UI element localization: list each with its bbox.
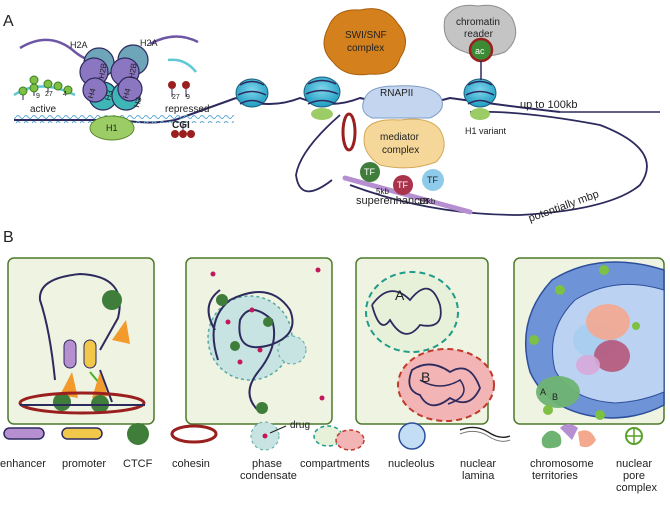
mediator-label-2: complex (382, 145, 419, 156)
kb5-label: 5kb (376, 187, 389, 196)
h2b-right-label: H2B (127, 62, 139, 79)
h2a-right-label: H2A (140, 38, 158, 48)
compartment-a-label: A (395, 287, 405, 303)
legend-territories-icon (541, 424, 596, 449)
panel-b-letter: B (3, 229, 14, 246)
h2a-left-label: H2A (70, 40, 88, 50)
swi-snf-complex (323, 8, 406, 76)
legend-nucleolus-label: nucleolus (388, 458, 435, 470)
tf-label-2: TF (397, 180, 408, 190)
panel-b-condensate (185, 257, 333, 425)
histone-octamer (79, 44, 149, 141)
territory-b-label: B (552, 392, 558, 402)
nucleosome (235, 78, 269, 108)
mark-number-4: 4 (63, 91, 67, 98)
superenhancer-label: superenhancer (356, 195, 430, 207)
h1-variant-label: H1 variant (465, 126, 507, 136)
tf-label-1: TF (364, 167, 375, 177)
reader-label-2: reader (464, 29, 494, 40)
cohesin-ring (341, 112, 357, 152)
rnapii-label: RNAPII (380, 88, 413, 99)
h4-left-label: H4 (86, 87, 97, 100)
territory-a-label: A (540, 387, 546, 397)
swi-snf-label-2: complex (347, 43, 384, 54)
panel-b-nucleus (513, 257, 665, 425)
legend-lamina-icon (459, 426, 511, 442)
legend-ctcf-label: CTCF (123, 458, 153, 470)
repressed-label: repressed (165, 104, 209, 115)
legend-compartments-label: compartments (300, 458, 370, 470)
legend-pore-label-2: pore (623, 470, 645, 482)
mediator-complex (363, 118, 445, 169)
legend-lamina-label-2: lamina (462, 470, 495, 482)
legend-phase-label-2: condensate (240, 470, 297, 482)
legend-condensate-icon (250, 421, 287, 451)
legend-compartments-icon (313, 425, 365, 451)
reader-label-1: chromatin (456, 17, 500, 28)
chromatin-reader (443, 4, 517, 80)
legend-territories-label-2: territories (532, 470, 578, 482)
panel-b-compartments (355, 257, 495, 425)
legend-pore-label-1: nuclear (616, 458, 652, 470)
nucleosome (463, 78, 497, 120)
legend-drug-label: drug (290, 420, 310, 431)
legend-enhancer-icon (3, 427, 45, 440)
legend-promoter-icon (61, 427, 103, 440)
nucleosome (303, 76, 341, 120)
legend-cohesin-icon (170, 424, 218, 444)
h4-right-label: H4 (121, 87, 132, 100)
legend-lamina-label-1: nuclear (460, 458, 496, 470)
mark-number-9-right: 9 (186, 94, 190, 101)
legend-cohesin-label: cohesin (172, 458, 210, 470)
mark-number-27-right: 27 (172, 94, 180, 101)
kb12-label: 12kb (418, 197, 436, 206)
cgi-label: CGI (172, 120, 190, 131)
h2b-left-label: H2B (97, 62, 109, 79)
legend-enhancer-label: enhancer (0, 458, 46, 470)
active-label: active (30, 104, 57, 115)
legend-nucleolus-icon (398, 422, 426, 450)
mark-number-27: 27 (45, 91, 53, 98)
panel-a-letter: A (3, 13, 14, 30)
legend-phase-label-1: phase (252, 458, 282, 470)
h3-right-label: H3 (132, 96, 143, 109)
panel-b-loop (7, 257, 155, 425)
legend-ctcf-icon (127, 423, 149, 445)
h3-left-label: H3 (103, 89, 114, 102)
mark-number-9: 9 (36, 93, 40, 100)
superenhancer-region (342, 162, 473, 215)
up-to-100kb-label: up to 100kb (520, 99, 578, 111)
ac-label: ac (475, 46, 485, 56)
legend-promoter-label: promoter (62, 458, 106, 470)
tf-label-3: TF (427, 175, 438, 185)
legend-pore-label-3: complex (616, 482, 657, 494)
active-marks (18, 75, 73, 100)
swi-snf-label-1: SWI/SNF (345, 30, 387, 41)
h1-label: H1 (106, 123, 118, 133)
legend-territories-label-1: chromosome (530, 458, 594, 470)
mediator-label-1: mediator (380, 132, 420, 143)
legend-pore-icon (625, 427, 643, 445)
compartment-b-label: B (421, 369, 430, 385)
rnapii (362, 85, 443, 119)
repressed-marks (168, 81, 195, 138)
